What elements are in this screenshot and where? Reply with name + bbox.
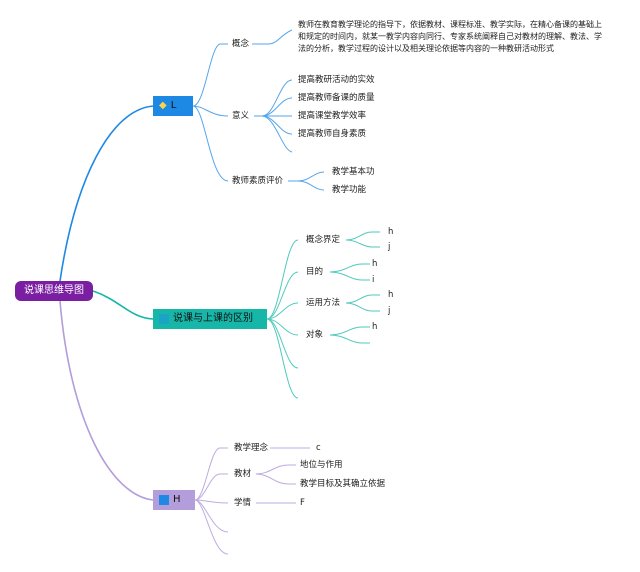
edge-root-branch1 bbox=[59, 105, 154, 282]
meaning-item[interactable]: 提高课堂教学效率 bbox=[298, 111, 367, 121]
branch1-title: L bbox=[170, 100, 177, 111]
difference-item[interactable]: 概念界定 bbox=[306, 235, 341, 245]
edge-root-branch3 bbox=[59, 300, 154, 501]
branch2-title: 说课与上课的区别 bbox=[173, 313, 253, 324]
evaluation-item[interactable]: 教学功能 bbox=[332, 185, 367, 195]
difference-child[interactable]: h bbox=[388, 290, 394, 300]
evaluation-item[interactable]: 教学基本功 bbox=[332, 167, 375, 177]
meaning-item[interactable]: 提高教师自身素质 bbox=[298, 129, 367, 139]
branch3-item[interactable]: 学情 bbox=[234, 498, 252, 508]
square-icon bbox=[159, 495, 169, 505]
branch3-title: H bbox=[173, 494, 181, 505]
meaning-label[interactable]: 意义 bbox=[232, 111, 250, 121]
difference-item[interactable]: 目的 bbox=[306, 267, 324, 277]
root-node[interactable]: 说课思维导图 bbox=[15, 281, 93, 301]
branch3-child[interactable]: F bbox=[300, 498, 305, 508]
concept-description: 教师在教育教学理论的指导下，依据教材、课程标准、教学实际，在精心备课的基础上和规… bbox=[298, 20, 602, 53]
branch3-node[interactable]: H bbox=[153, 490, 195, 510]
branch3-item[interactable]: 教材 bbox=[234, 469, 252, 479]
branch2-node[interactable]: 说课与上课的区别 bbox=[153, 309, 267, 329]
difference-child[interactable]: h bbox=[372, 259, 378, 269]
square-icon bbox=[159, 314, 169, 324]
difference-item[interactable]: 运用方法 bbox=[306, 298, 341, 308]
evaluation-label[interactable]: 教师素质评价 bbox=[232, 176, 284, 186]
difference-child[interactable]: i bbox=[372, 275, 375, 285]
root-label: 说课思维导图 bbox=[24, 285, 84, 296]
difference-child[interactable]: h bbox=[372, 322, 378, 332]
concept-label[interactable]: 概念 bbox=[232, 39, 250, 49]
branch3-child[interactable]: 地位与作用 bbox=[300, 460, 343, 470]
branch3-child[interactable]: 教学目标及其确立依据 bbox=[300, 479, 386, 489]
edge-root-branch2 bbox=[92, 290, 154, 320]
branch3-child[interactable]: c bbox=[316, 443, 321, 453]
difference-child[interactable]: j bbox=[388, 306, 391, 316]
difference-child[interactable]: j bbox=[388, 242, 391, 252]
branch1-node[interactable]: ◆ L bbox=[153, 96, 193, 116]
difference-item[interactable]: 对象 bbox=[306, 330, 324, 340]
difference-child[interactable]: h bbox=[388, 227, 394, 237]
meaning-item[interactable]: 提高教师备课的质量 bbox=[298, 93, 375, 103]
diamond-icon: ◆ bbox=[159, 100, 167, 111]
meaning-item[interactable]: 提高教研活动的实效 bbox=[298, 75, 375, 85]
branch3-item[interactable]: 教学理念 bbox=[234, 443, 269, 453]
